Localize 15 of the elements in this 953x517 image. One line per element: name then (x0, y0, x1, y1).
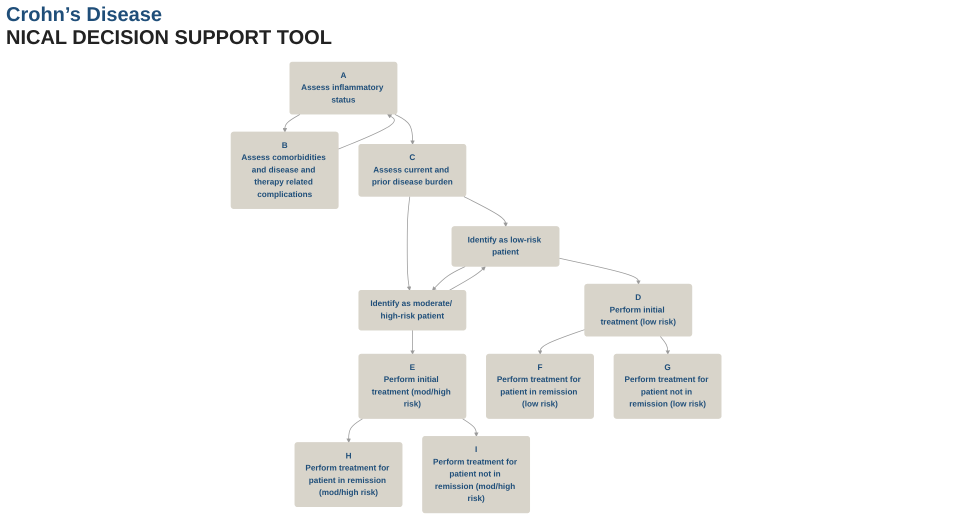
arrow (346, 418, 364, 443)
diagram-title: Crohn’s Disease (6, 4, 163, 27)
arrow (448, 266, 486, 291)
arrow (338, 114, 396, 150)
arrow (559, 258, 641, 285)
arrow (432, 266, 466, 291)
arrow (538, 329, 586, 355)
arrow (660, 336, 670, 355)
arrow (282, 114, 301, 132)
arrow (462, 418, 479, 437)
arrow (464, 196, 508, 227)
arrow (410, 330, 416, 355)
arrow (407, 196, 412, 291)
arrow (394, 114, 416, 145)
subtitle: NICAL DECISION SUPPORT TOOL (6, 27, 332, 50)
